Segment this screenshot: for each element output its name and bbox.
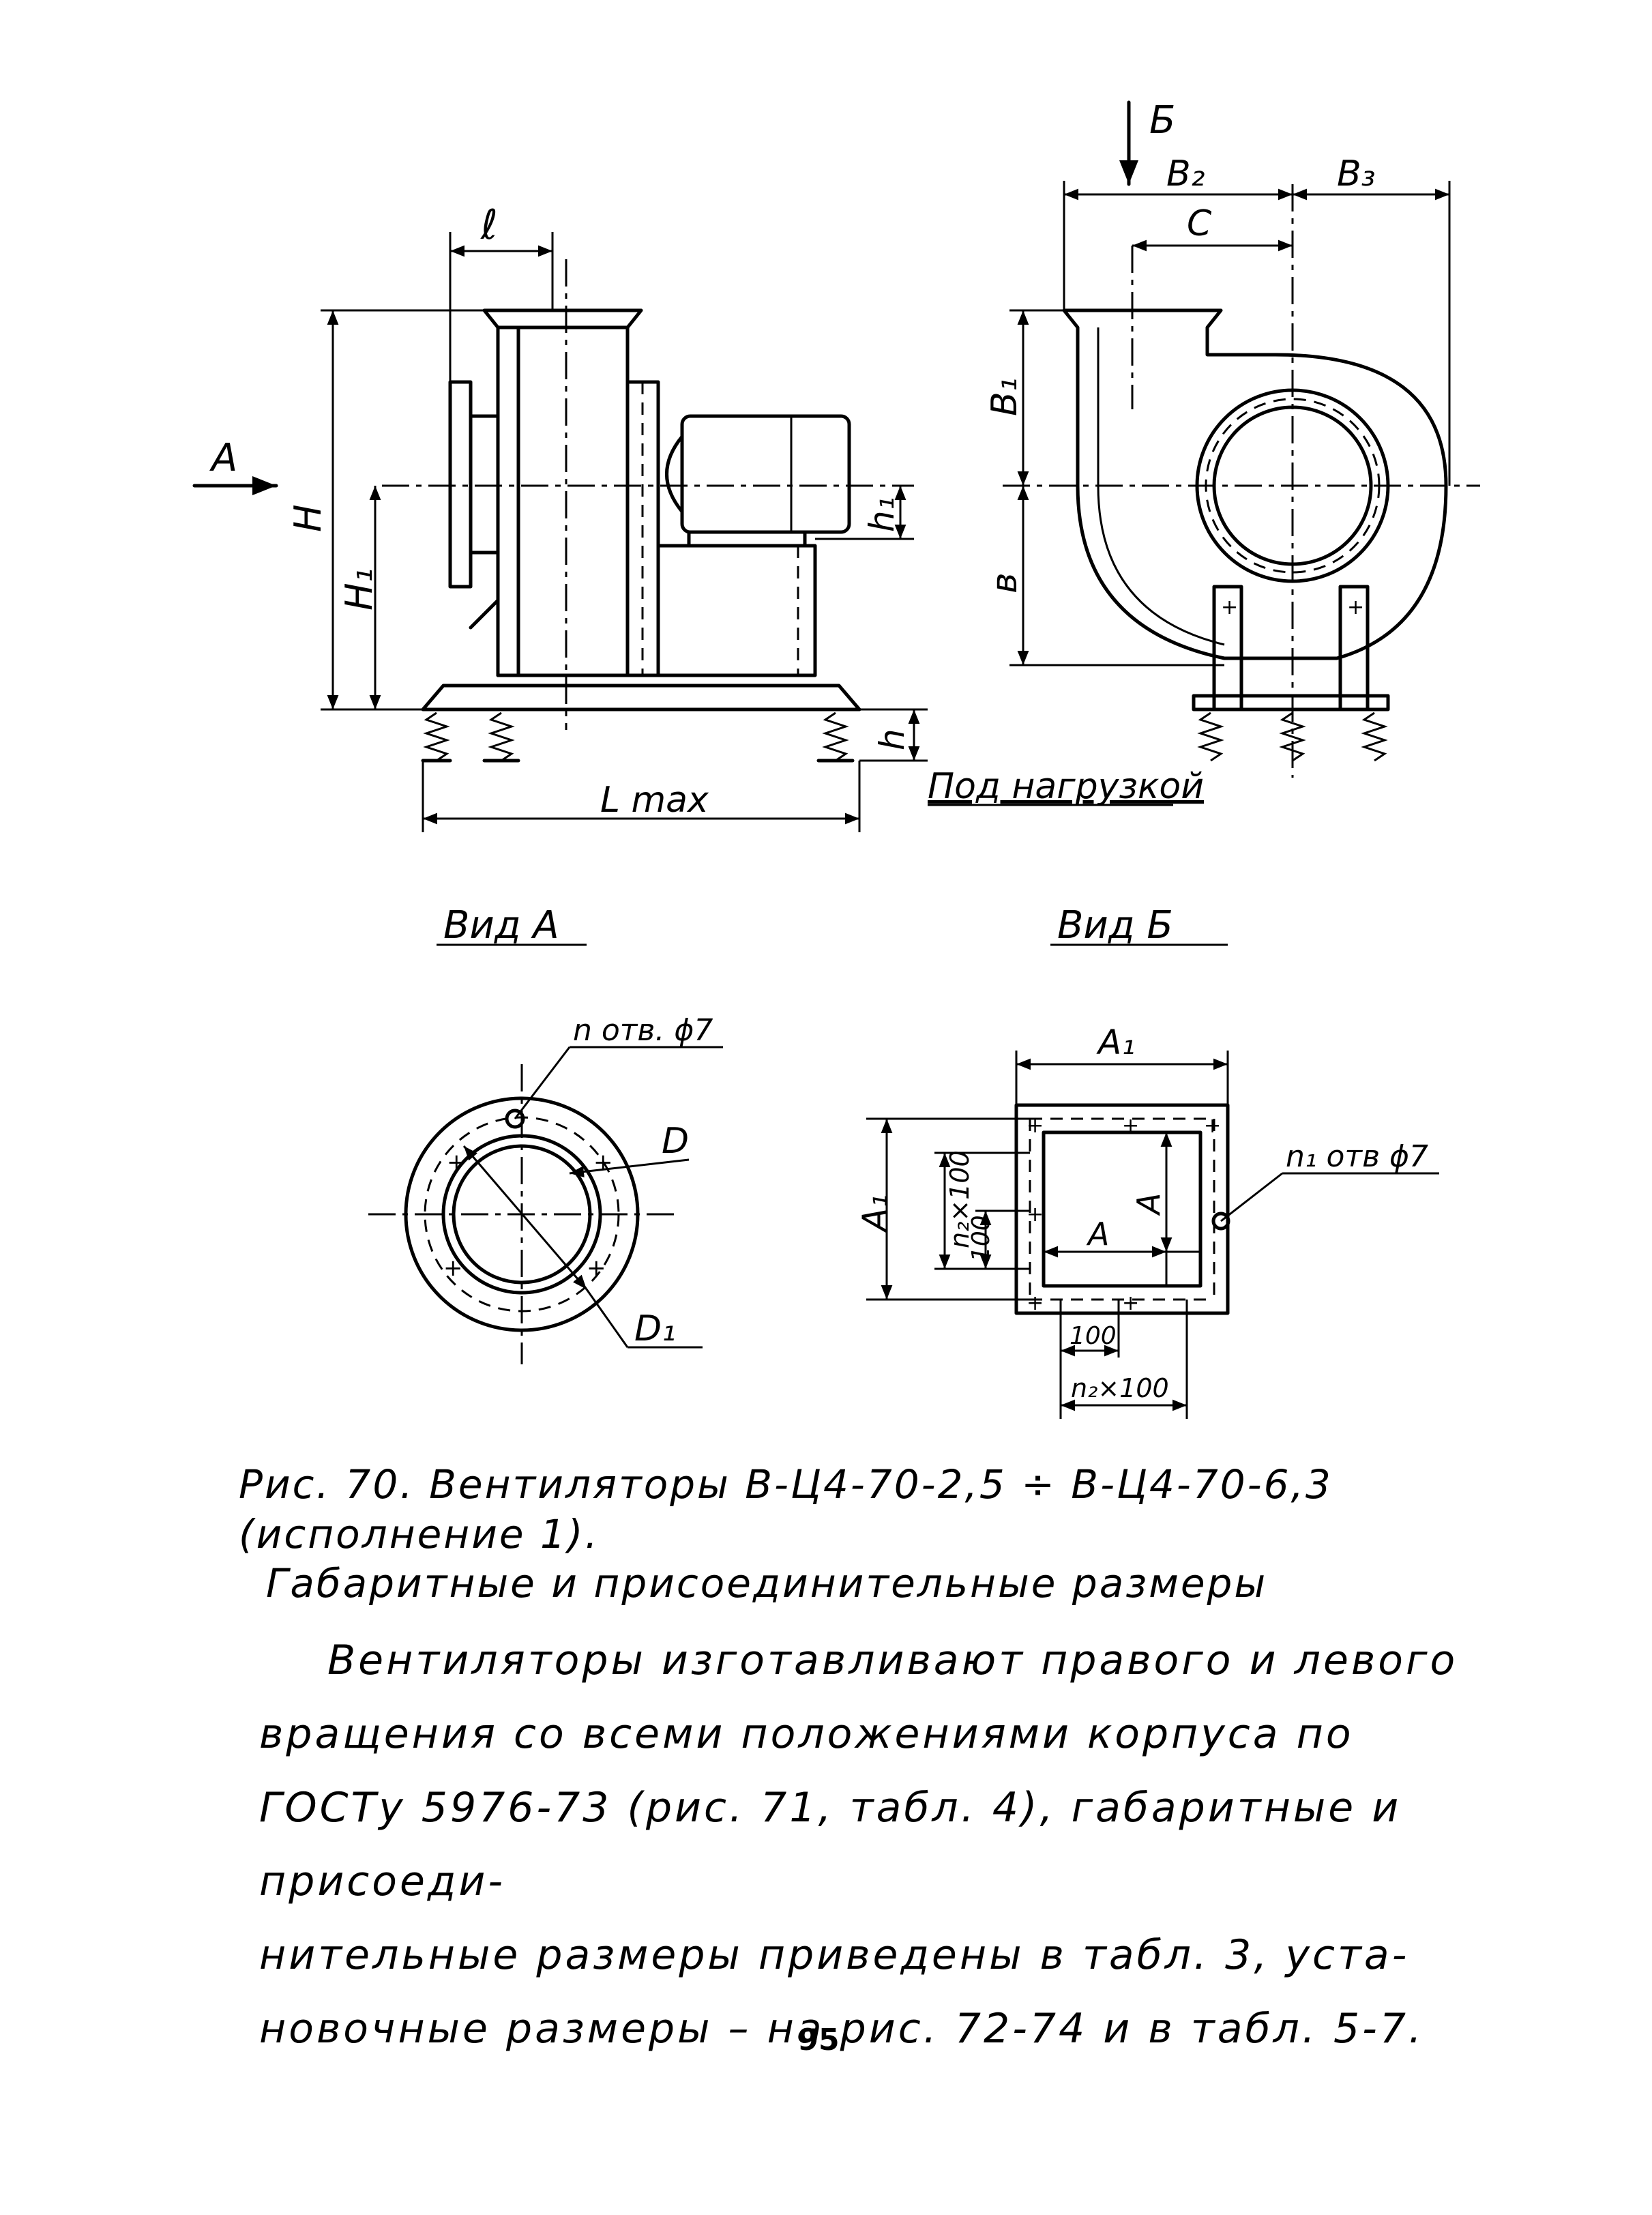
dim-H1-label: H₁	[338, 568, 381, 611]
dim-A1-left-label: A₁	[855, 1194, 895, 1233]
paragraph-line-1: Вентиляторы изготавливают правого и лево…	[327, 1637, 1458, 1684]
dim-l-label: ℓ	[480, 201, 498, 249]
caption-line-1: Рис. 70. Вентиляторы В-Ц4-70-2,5 ÷ В-Ц4-…	[239, 1461, 1333, 1557]
dim-h1-label: h₁	[862, 497, 902, 532]
view-a-title: Вид А	[443, 903, 559, 948]
dim-b1-label: В₁	[984, 377, 1025, 416]
plus-mark: +	[1122, 1291, 1139, 1315]
page-number: 95	[797, 2023, 840, 2057]
dim-Lmax-label: L max	[600, 780, 709, 821]
dim-b-label: в	[984, 572, 1025, 593]
side-view: А ℓ H H₁ h₁ h L max Под нагрузкой	[192, 201, 1204, 832]
dim-D1-label: D₁	[634, 1308, 676, 1349]
paragraph-line-3: ГОСТу 5976-73 (рис. 71, табл. 4), габари…	[259, 1784, 1402, 1905]
body-paragraph: Вентиляторы изготавливают правого и лево…	[259, 1624, 1487, 2066]
dim-A-vert-label: A	[1130, 1193, 1167, 1216]
plus-mark: +	[1347, 596, 1364, 619]
view-b-title: Вид Б	[1057, 903, 1173, 948]
dim-100-bottom-label: 100	[1070, 1322, 1117, 1350]
arrow-a-label: А	[209, 436, 237, 480]
dim-A-horiz-label: A	[1086, 1216, 1109, 1252]
front-view: + + Б В₂ В₃ С В₁ в	[984, 98, 1480, 778]
dim-b2-label: В₂	[1166, 153, 1205, 194]
dim-c-label: С	[1187, 203, 1212, 244]
paragraph-line-5: новочные размеры – на рис. 72-74 и в таб…	[259, 2005, 1425, 2053]
plus-mark: +	[1027, 1114, 1044, 1138]
dim-100-left-label: 100	[967, 1215, 995, 1262]
dim-n2x100-bottom-label: n₂×100	[1071, 1373, 1169, 1403]
arrow-b-label: Б	[1149, 98, 1175, 143]
plus-mark: +	[1204, 1114, 1221, 1138]
dim-H-label: H	[286, 504, 329, 532]
holes-note-a: n отв. ϕ7	[573, 1013, 713, 1048]
dim-D-label: D	[662, 1121, 689, 1162]
plus-mark: +	[1027, 1203, 1044, 1227]
plus-mark: +	[1221, 596, 1238, 619]
paragraph-line-2: вращения со всеми положениями корпуса по	[259, 1710, 1354, 1758]
dim-A1-top-label: A₁	[1096, 1023, 1135, 1062]
plus-mark: +	[1122, 1114, 1139, 1138]
dim-h-label: h	[872, 729, 912, 750]
plus-mark: +	[593, 1149, 613, 1176]
figure-caption: Рис. 70. Вентиляторы В-Ц4-70-2,5 ÷ В-Ц4-…	[239, 1460, 1535, 1609]
plus-mark: +	[587, 1255, 606, 1282]
plus-mark: +	[447, 1149, 467, 1176]
view-a: Вид А D₁ D n отв. ϕ7 + + + +	[368, 903, 723, 1364]
paragraph-line-4: нительные размеры приведены в табл. 3, у…	[259, 1931, 1410, 1979]
plus-mark: +	[443, 1255, 463, 1282]
holes-note-b: n₁ отв ϕ7	[1286, 1139, 1428, 1174]
caption-line-2: Габаритные и присоединительные размеры	[266, 1560, 1268, 1607]
dim-n2x100-left-label: n₂×100	[945, 1150, 975, 1248]
plus-mark: +	[1027, 1291, 1044, 1315]
dim-b3-label: В₃	[1337, 153, 1376, 194]
under-load-note: Под нагрузкой	[928, 766, 1204, 807]
view-b: Вид Б A₁ A₁ n₂×100 100 A A	[855, 903, 1439, 1419]
